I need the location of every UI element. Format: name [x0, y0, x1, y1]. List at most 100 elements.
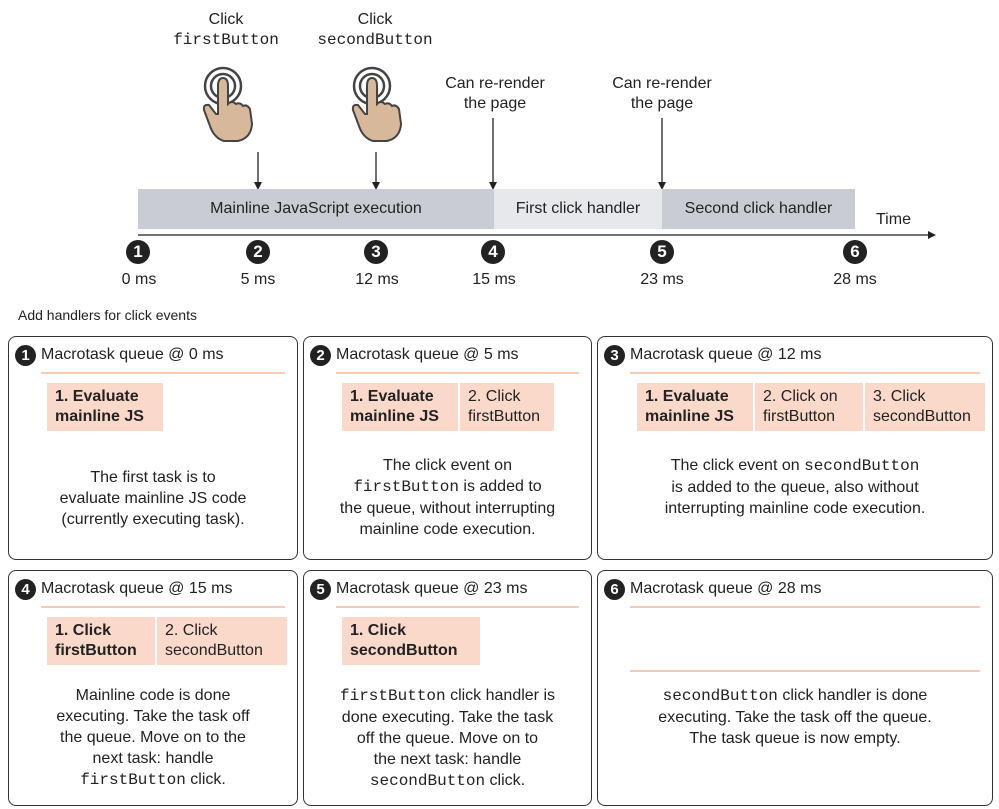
first-button-name: firstButton — [173, 31, 279, 49]
second-click-bar: Second click handler — [662, 189, 855, 229]
desc-code: secondButton — [369, 772, 486, 790]
marker-1: 1 — [126, 240, 150, 264]
queue-bottom-line — [630, 670, 980, 672]
queue-top-line — [630, 372, 980, 374]
queue-cell: 1. Evaluate mainline JS — [47, 383, 163, 431]
desc-line: the queue. Move on to the — [60, 729, 246, 746]
click-word-2: Click — [357, 11, 393, 28]
panel-marker-4: 4 — [15, 579, 36, 600]
queue-cell: 1. Evaluate mainline JS — [637, 383, 753, 431]
desc-text: The click event on — [383, 457, 512, 474]
desc-line: (currently executing task). — [61, 511, 245, 528]
panel-desc: The first task is to evaluate mainline J… — [9, 467, 297, 530]
panel-title: Macrotask queue @ 5 ms — [336, 346, 519, 363]
desc-line: done executing. Take the task — [341, 709, 554, 726]
timeline-arrows — [138, 118, 936, 239]
desc-text: click handler is done — [777, 687, 928, 704]
queue-cell: 3. Click secondButton — [865, 383, 985, 431]
desc-text: is added to — [458, 478, 542, 495]
panel-desc: Mainline code is done executing. Take th… — [9, 685, 297, 791]
tick-28ms: 28 ms — [833, 271, 877, 288]
tick-0ms: 0 ms — [121, 271, 157, 288]
panel-title: Macrotask queue @ 12 ms — [630, 346, 822, 363]
desc-line: The task queue is now empty. — [689, 730, 901, 747]
desc-code: secondButton — [804, 457, 920, 475]
desc-line: secondButton click. — [304, 770, 591, 792]
desc-line: firstButton is added to — [304, 476, 591, 498]
click-word-1: Click — [208, 11, 244, 28]
desc-line: firstButton click handler is — [304, 685, 591, 707]
mainline-bar: Mainline JavaScript execution — [138, 189, 494, 229]
rerender-label-2: Can re-render the page — [587, 74, 737, 114]
desc-line: next task: handle — [92, 750, 214, 767]
queue-top-line — [41, 372, 285, 374]
rerender-2-line-b: the page — [630, 95, 694, 112]
panel-desc: secondButton click handler is done execu… — [598, 685, 992, 749]
hand-click-icon — [351, 66, 403, 142]
desc-line: is added to the queue, also without — [671, 479, 919, 496]
marker-2: 2 — [246, 240, 270, 264]
desc-code: secondButton — [662, 687, 778, 705]
desc-line: Mainline code is done — [75, 687, 231, 704]
desc-line: The first task is to — [90, 469, 216, 486]
hand-click-icon — [202, 66, 254, 142]
click-first-label: Click firstButton — [146, 10, 306, 50]
tick-12ms: 12 ms — [355, 271, 399, 288]
panel-marker-5: 5 — [310, 579, 331, 600]
section-title: Add handlers for click events — [18, 307, 197, 323]
rerender-label-1: Can re-render the page — [420, 74, 570, 114]
panel-title: Macrotask queue @ 0 ms — [41, 346, 224, 363]
marker-5: 5 — [650, 240, 674, 264]
queue-cell: 1. Click firstButton — [47, 617, 155, 665]
desc-code: firstButton — [340, 687, 446, 705]
desc-line: The click event on secondButton — [598, 455, 992, 477]
panel-desc: firstButton click handler is done execut… — [304, 685, 591, 792]
panel-title: Macrotask queue @ 15 ms — [41, 580, 233, 597]
queue-panel-2: 2 Macrotask queue @ 5 ms 1. Evaluate mai… — [303, 336, 592, 560]
panel-marker-3: 3 — [604, 345, 625, 366]
desc-line: the queue, without interrupting — [339, 500, 556, 517]
marker-3: 3 — [364, 240, 388, 264]
queue-top-line — [336, 606, 579, 608]
rerender-2-line-a: Can re-render — [612, 75, 712, 92]
marker-6: 6 — [843, 240, 867, 264]
queue-panel-1: 1 Macrotask queue @ 0 ms 1. Evaluate mai… — [8, 336, 298, 560]
desc-code: firstButton — [80, 771, 186, 789]
desc-line: secondButton click handler is done — [598, 685, 992, 707]
queue-cell: 1. Evaluate mainline JS — [342, 383, 458, 431]
desc-text: The click event on — [670, 457, 805, 474]
panel-marker-1: 1 — [15, 345, 36, 366]
desc-line: evaluate mainline JS code — [59, 490, 247, 507]
desc-text: click handler is — [445, 687, 555, 704]
desc-line: executing. Take the task off the queue. — [658, 709, 932, 726]
queue-cell: 1. Click secondButton — [342, 617, 480, 665]
desc-text: click. — [485, 772, 526, 789]
desc-line: executing. Take the task off — [56, 708, 250, 725]
desc-line: off the queue. Move on to — [356, 730, 539, 747]
time-axis-label: Time — [876, 211, 911, 228]
second-button-name: secondButton — [317, 31, 433, 49]
panel-marker-6: 6 — [604, 579, 625, 600]
marker-4: 4 — [481, 240, 505, 264]
tick-5ms: 5 ms — [240, 271, 276, 288]
panel-title: Macrotask queue @ 23 ms — [336, 580, 528, 597]
queue-cell: 2. Click secondButton — [157, 617, 287, 665]
desc-line: interrupting mainline code execution. — [664, 500, 926, 517]
queue-cell: 2. Click on firstButton — [755, 383, 863, 431]
panel-title: Macrotask queue @ 28 ms — [630, 580, 822, 597]
desc-text: click. — [185, 771, 226, 788]
desc-line: mainline code execution. — [359, 521, 536, 538]
click-second-label: Click secondButton — [295, 10, 455, 50]
rerender-1-line-a: Can re-render — [445, 75, 545, 92]
queue-top-line — [336, 372, 579, 374]
tick-15ms: 15 ms — [472, 271, 516, 288]
rerender-1-line-b: the page — [463, 95, 527, 112]
panel-desc: The click event on secondButton is added… — [598, 455, 992, 519]
queue-panel-6: 6 Macrotask queue @ 28 ms secondButton c… — [597, 570, 993, 806]
desc-line: The click event on — [304, 455, 591, 476]
queue-panel-3: 3 Macrotask queue @ 12 ms 1. Evaluate ma… — [597, 336, 993, 560]
queue-top-line — [41, 606, 285, 608]
panel-desc: The click event on firstButton is added … — [304, 455, 591, 540]
queue-cell: 2. Click firstButton — [460, 383, 554, 431]
queue-panel-5: 5 Macrotask queue @ 23 ms 1. Click secon… — [303, 570, 592, 806]
